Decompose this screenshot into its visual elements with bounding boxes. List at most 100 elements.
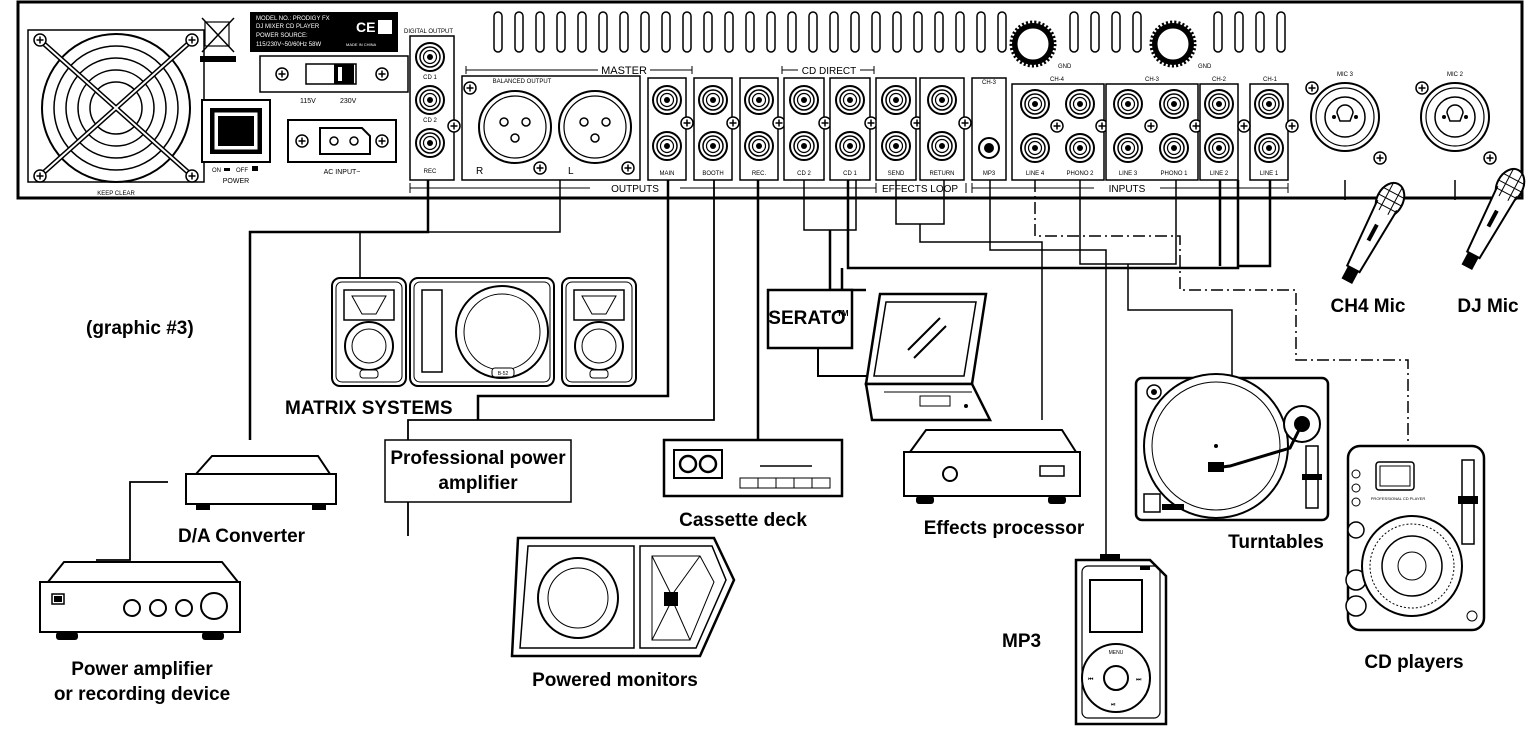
mixer-back-panel: KEEP CLEAR MODEL NO.: PRODIGY FX DJ MIXE… bbox=[16, 0, 1524, 200]
vent-slot bbox=[1132, 11, 1142, 53]
serato-tm-label: TM bbox=[837, 309, 849, 318]
vent-slots bbox=[493, 11, 1286, 53]
mp3-jack-label: MP3 bbox=[983, 171, 996, 177]
voltage-selector: 115V 230V bbox=[259, 55, 409, 105]
mp3-player: MENU ⏮ ⏭ ⏯ bbox=[1074, 554, 1168, 726]
main-jack-top bbox=[652, 85, 682, 115]
vent-slot bbox=[598, 11, 608, 53]
master-l-xlr bbox=[558, 90, 632, 164]
dj-mic-label: DJ Mic bbox=[1457, 296, 1519, 317]
vent-slot bbox=[724, 11, 734, 53]
fan-grille: KEEP CLEAR bbox=[27, 29, 205, 197]
phono1-label: PHONO 1 bbox=[1160, 171, 1188, 177]
digital-output-group: DIGITAL OUTPUT CD 1 CD 2 REC bbox=[404, 29, 461, 181]
matrix-systems-label: MATRIX SYSTEMS bbox=[285, 398, 453, 419]
da-converter bbox=[185, 455, 337, 510]
vent-slot bbox=[1090, 11, 1100, 53]
ce-mark: CE bbox=[356, 19, 375, 35]
vent-slot bbox=[871, 11, 881, 53]
powered-monitors-label: Powered monitors bbox=[532, 670, 698, 691]
mic2-label: MIC 2 bbox=[1447, 72, 1464, 78]
master-l-label: L bbox=[568, 166, 574, 177]
rec-out-label: REC. bbox=[752, 171, 767, 177]
effects-loop-label: EFFECTS LOOP bbox=[882, 184, 958, 195]
main-jack-bottom bbox=[652, 131, 682, 161]
ch1-label: CH-1 bbox=[1263, 77, 1278, 83]
pro-power-amp-label-2: amplifier bbox=[438, 473, 518, 494]
vent-slot bbox=[682, 11, 692, 53]
vent-slot bbox=[640, 11, 650, 53]
vent-slot bbox=[661, 11, 671, 53]
ch1-inputs: CH-1 LINE 1 bbox=[1237, 77, 1299, 181]
digital-cd2-label: CD 2 bbox=[423, 118, 437, 124]
cd-players-label: CD players bbox=[1364, 652, 1463, 673]
vent-slot bbox=[577, 11, 587, 53]
model-label: MODEL NO.: PRODIGY FX DJ MIXER CD PLAYER… bbox=[250, 12, 398, 52]
phono2-label: PHONO 2 bbox=[1066, 171, 1094, 177]
model-line-3: POWER SOURCE: bbox=[256, 33, 308, 39]
ch2-inputs: CH-2 LINE 2 bbox=[1199, 77, 1239, 181]
gnd-label-1: GND bbox=[1058, 64, 1072, 70]
mic2-combo-jack bbox=[1420, 82, 1490, 152]
cassette-deck-label: Cassette deck bbox=[679, 510, 807, 531]
power-amp-label-1: Power amplifier bbox=[71, 659, 213, 680]
vent-slot bbox=[1255, 11, 1265, 53]
vent-slot bbox=[829, 11, 839, 53]
digital-cd1-label: CD 1 bbox=[423, 75, 437, 81]
laptop bbox=[864, 292, 993, 422]
group-brackets: OUTPUTS EFFECTS LOOP INPUTS bbox=[409, 183, 1289, 195]
vent-slot bbox=[955, 11, 965, 53]
mic3-combo-jack bbox=[1310, 82, 1380, 152]
made-in-label: MADE IN CHINA bbox=[346, 42, 377, 47]
vent-slot bbox=[1069, 11, 1079, 53]
cd-direct-cd2-label: CD 2 bbox=[797, 171, 811, 177]
ipod-play-icon: ⏯ bbox=[1111, 702, 1116, 708]
vent-slot bbox=[934, 11, 944, 53]
ac-input-socket: AC INPUT~ bbox=[287, 119, 397, 176]
balanced-output-label: BALANCED OUTPUT bbox=[493, 79, 552, 85]
line4-label: LINE 4 bbox=[1026, 171, 1045, 177]
power-label: POWER bbox=[223, 178, 249, 185]
master-r-xlr bbox=[478, 90, 552, 164]
cd-direct-cd1-label: CD 1 bbox=[843, 171, 857, 177]
ch3-inputs: CH-3 LINE 3 PHONO 1 bbox=[1105, 77, 1203, 181]
vent-slot bbox=[514, 11, 524, 53]
speaker-badge-center: B-52 bbox=[498, 371, 509, 377]
turntables-label: Turntables bbox=[1228, 532, 1324, 553]
vent-slot bbox=[808, 11, 818, 53]
digital-rec-label: REC bbox=[424, 169, 437, 175]
inputs-label: INPUTS bbox=[1109, 184, 1146, 195]
vent-slot bbox=[976, 11, 986, 53]
vent-slot bbox=[1213, 11, 1223, 53]
ipod-menu-label: MENU bbox=[1109, 650, 1124, 656]
line3-label: LINE 3 bbox=[1119, 171, 1138, 177]
line2-label: LINE 2 bbox=[1210, 171, 1229, 177]
ch4-mic-label: CH4 Mic bbox=[1331, 296, 1406, 317]
booth-jack-top bbox=[698, 85, 728, 115]
cd-direct-label: CD DIRECT bbox=[802, 66, 856, 77]
vent-slot bbox=[745, 11, 755, 53]
effects-processor-label: Effects processor bbox=[924, 518, 1085, 539]
vent-slot bbox=[766, 11, 776, 53]
weee-bin-icon bbox=[200, 17, 236, 62]
vent-slot bbox=[1234, 11, 1244, 53]
graphic-number-label: (graphic #3) bbox=[86, 318, 194, 339]
voltage-115-label: 115V bbox=[300, 98, 316, 105]
gnd-label-2: GND bbox=[1198, 64, 1212, 70]
mp3-input: CH-3 MP3 bbox=[971, 77, 1007, 181]
mp3-label: MP3 bbox=[1002, 631, 1041, 652]
mic3-label: MIC 3 bbox=[1337, 72, 1354, 78]
effects-processor bbox=[903, 429, 1081, 504]
cd-direct-outputs: CD DIRECT CD 2 CD 1 bbox=[781, 66, 878, 181]
outputs-label: OUTPUTS bbox=[611, 184, 659, 195]
ch3-top-label: CH-3 bbox=[982, 80, 997, 86]
da-converter-label: D/A Converter bbox=[178, 526, 306, 547]
vent-slot bbox=[556, 11, 566, 53]
cd-brand-label: PROFESSIONAL CD PLAYER bbox=[1371, 496, 1426, 501]
main-booth-rec-outputs: MAIN BOOTH REC. bbox=[647, 77, 786, 181]
pro-power-amp-box: Professional power amplifier bbox=[384, 439, 572, 503]
master-r-label: R bbox=[476, 166, 483, 177]
digital-out-cd2-jack bbox=[415, 85, 445, 115]
booth-label: BOOTH bbox=[702, 171, 723, 177]
return-label: RETURN bbox=[930, 171, 955, 177]
